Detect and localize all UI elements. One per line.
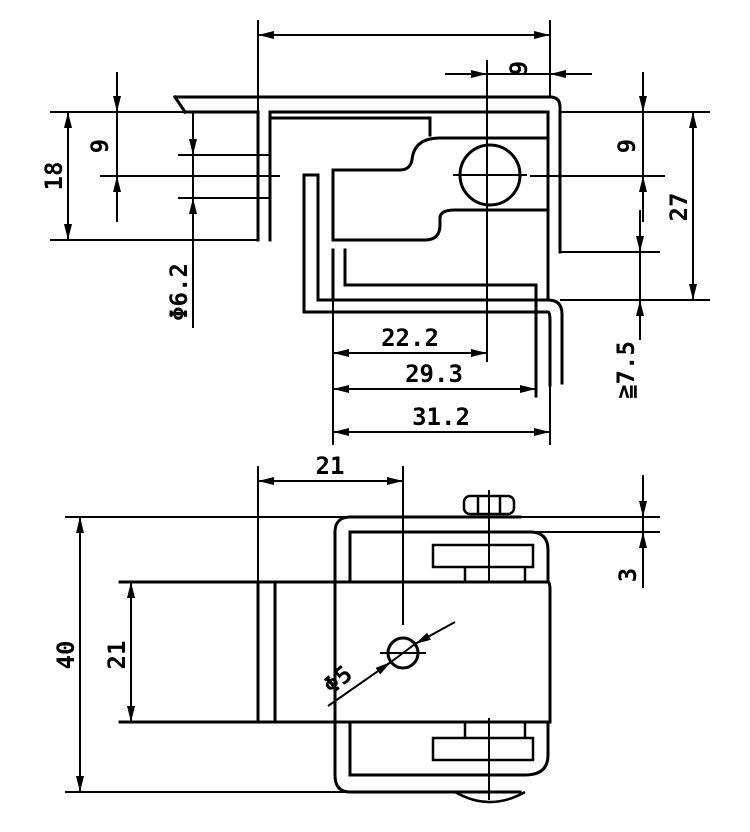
label-hole-dia-top: Φ6.2 [165, 263, 193, 321]
label-overall-height: 40 [52, 641, 80, 670]
bottom-view: 21 40 21 Φ5 3 [52, 452, 660, 804]
bottom-knuckle [431, 718, 535, 804]
dim-half-right: 9 [613, 72, 647, 222]
label-len-2: 29.3 [405, 360, 463, 388]
top-view: 9 18 9 Φ6.2 9 [40, 20, 710, 445]
dim-half-left: 9 [86, 72, 121, 222]
dim-overall-height: 40 [52, 517, 84, 792]
hinge-frame-outer [333, 515, 522, 794]
bottom-extension-lines [65, 466, 660, 793]
label-hole-dia-bottom: Φ5 [318, 660, 358, 700]
top-extension-lines [50, 20, 710, 445]
top-knuckle [431, 490, 535, 582]
dim-hole-dia-bottom: Φ5 [318, 621, 456, 707]
dim-plate-height: 21 [103, 582, 135, 722]
label-len-1: 22.2 [381, 324, 439, 352]
dim-height-right: 27 [665, 112, 697, 300]
dim-hole-offset-top: 9 [445, 61, 592, 78]
dim-gap: ≧7.5 [612, 210, 644, 399]
label-plate-height: 21 [103, 641, 131, 670]
dim-thickness: 3 [614, 475, 647, 588]
label-len-3: 31.2 [412, 403, 470, 431]
dim-len-1: 22.2 [333, 324, 487, 357]
label-height-left: 18 [40, 162, 68, 191]
left-leaf-inner [268, 110, 550, 252]
label-gap: ≧7.5 [612, 341, 640, 399]
right-leaf-inner [331, 248, 538, 398]
label-hole-offset-bottom: 21 [316, 452, 345, 480]
dim-hole-offset-bottom: 21 [258, 452, 403, 485]
dim-hole-dia-top: Φ6.2 [165, 112, 197, 328]
right-leaf-mid [302, 173, 552, 387]
label-half-left: 9 [86, 139, 114, 153]
dim-len-3: 31.2 [333, 403, 550, 436]
dim-height-left: 18 [40, 112, 72, 240]
label-thickness: 3 [614, 568, 642, 582]
label-half-right: 9 [613, 139, 641, 153]
right-leaf-outer [302, 173, 564, 385]
dim-len-2: 29.3 [333, 360, 536, 393]
knuckle-block [331, 136, 550, 242]
label-height-right: 27 [665, 193, 693, 222]
label-hole-offset-top: 9 [505, 61, 533, 75]
